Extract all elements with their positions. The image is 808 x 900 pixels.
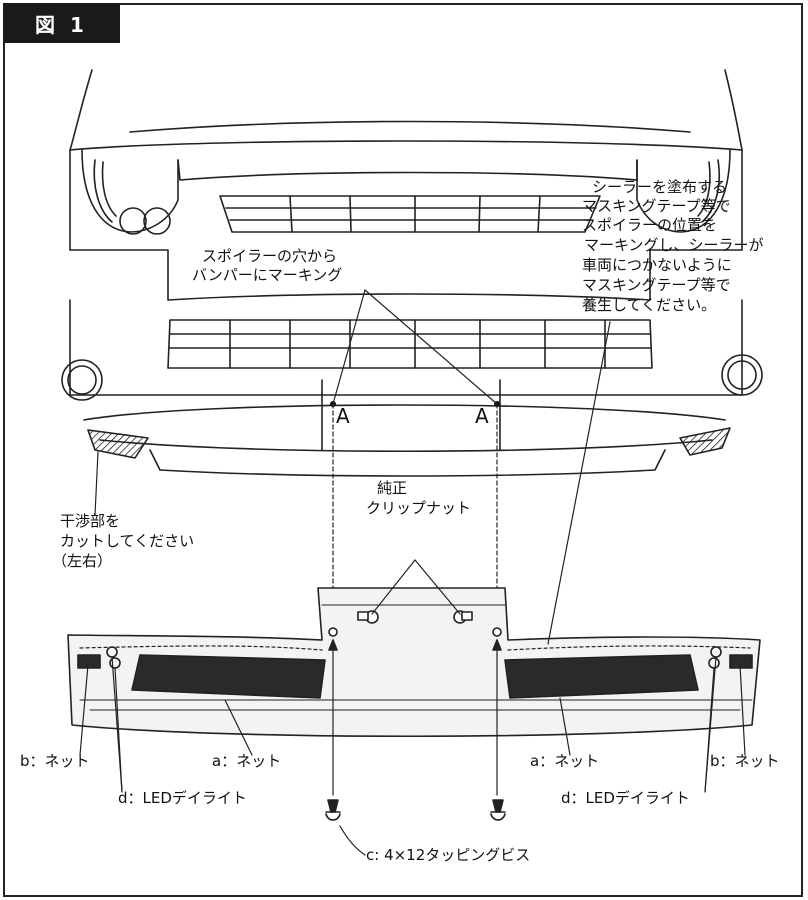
screw-left bbox=[325, 799, 341, 821]
screw-right bbox=[490, 799, 506, 821]
screw-label: c: 4×12タッピングビス bbox=[366, 846, 531, 864]
clip-nut-label-line2: クリップナット bbox=[366, 499, 472, 517]
clip-nut-label-line1: 純正 bbox=[377, 479, 408, 497]
marking-note-line1: スポイラーの穴から bbox=[202, 247, 338, 265]
sealer-note-line7: 養生してください。 bbox=[582, 296, 717, 314]
led-left-label: d：LEDデイライト bbox=[118, 789, 247, 807]
point-a-right-label: A bbox=[475, 404, 489, 428]
sealer-note-line2: マスキングテープ等で bbox=[582, 197, 731, 215]
cut-note-line3: （左右） bbox=[52, 552, 113, 570]
cut-note-line2: カットしてください bbox=[60, 532, 195, 550]
vehicle-front bbox=[61, 69, 763, 477]
led-right-label: d：LEDデイライト bbox=[561, 789, 690, 807]
sealer-note-line3: スポイラーの位置を bbox=[582, 216, 718, 234]
net-b-left-label: b：ネット bbox=[20, 752, 90, 770]
figure-frame bbox=[3, 3, 803, 897]
sealer-note-line5: 車両につかないように bbox=[582, 256, 732, 274]
sealer-note-line4: マーキングし、シーラーが bbox=[584, 236, 764, 254]
point-a-left-label: A bbox=[336, 404, 350, 428]
net-a-right-label: a：ネット bbox=[530, 752, 600, 770]
sealer-note-line6: マスキングテープ等で bbox=[582, 276, 731, 294]
marking-note-line2: バンパーにマーキング bbox=[192, 266, 343, 284]
cut-note-line1: 干渉部を bbox=[60, 512, 121, 530]
net-a-left-label: a：ネット bbox=[212, 752, 282, 770]
net-b-right-label: b：ネット bbox=[710, 752, 780, 770]
sealer-note-line1: シーラーを塗布する bbox=[592, 178, 728, 196]
figure-tag: 図 1 bbox=[3, 3, 120, 43]
spoiler bbox=[67, 587, 761, 738]
